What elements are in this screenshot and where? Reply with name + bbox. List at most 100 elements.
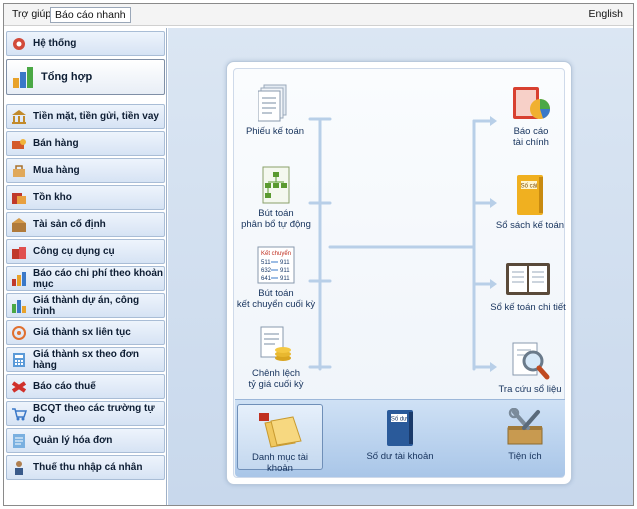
sidebar-item-fixed-assets[interactable]: Tài sản cố định — [6, 212, 165, 237]
transfer-row-text: 911 — [280, 260, 290, 266]
sidebar-item-label: Giá thành sx theo đơn hàng — [33, 348, 140, 371]
exchange-coins-icon — [260, 326, 291, 361]
bank-icon — [11, 109, 27, 125]
sales-icon — [11, 136, 27, 152]
balance-cover-text: Số dư — [391, 417, 407, 423]
financial-report-icon — [513, 87, 550, 119]
node-label-2: tỷ giá cuối kỳ — [248, 379, 304, 390]
ledger-book-icon: Số cái — [517, 175, 543, 215]
menu-bar: Trợ giúp Báo cáo nhanh English — [4, 4, 633, 26]
toolbox-icon — [507, 408, 543, 445]
node-accounting-voucher[interactable]: Phiếu kế toán — [240, 83, 310, 137]
sidebar: Hệ thống Tổng hợp Tiền mặt, tiền gửi, ti… — [4, 28, 167, 505]
node-label: Tiện ích — [508, 451, 542, 462]
account-list-node: Danh mục tài khoản — [238, 409, 322, 474]
sidebar-item-project-cost[interactable]: Giá thành dự án, công trình — [6, 293, 165, 318]
sidebar-item-custom-report[interactable]: BCQT theo các trường tự do — [6, 401, 165, 426]
sidebar-item-summary[interactable]: Tổng hợp — [6, 59, 165, 95]
allocation-tree-icon — [262, 166, 290, 204]
transfer-row-text: 911 — [280, 268, 290, 274]
sidebar-item-tools[interactable]: Công cụ dụng cụ — [6, 239, 165, 264]
order-cost-icon — [11, 352, 27, 368]
sidebar-item-label: Tổng hợp — [41, 71, 93, 83]
sidebar-item-label: Báo cáo thuế — [33, 381, 96, 392]
sidebar-item-invoice[interactable]: Quản lý hóa đơn — [6, 428, 165, 453]
tax-report-icon — [11, 379, 27, 395]
sidebar-item-continuous-cost[interactable]: Giá thành sx liên tục — [6, 320, 165, 345]
sidebar-item-inventory[interactable]: Tồn kho — [6, 185, 165, 210]
transfer-row-text: 641 — [261, 276, 272, 282]
magnifier-search-icon — [512, 342, 550, 380]
voucher-document-icon — [258, 84, 287, 122]
sidebar-item-personal-tax[interactable]: Thuế thu nhập cá nhân — [6, 455, 165, 480]
flow-diagram: Phiếu kế toán Bút toá — [233, 68, 568, 478]
summary-chart-icon — [11, 64, 37, 90]
cost-report-icon — [11, 271, 27, 287]
node-label: Sổ sách kế toán — [495, 220, 565, 231]
sidebar-item-label: Thuế thu nhập cá nhân — [33, 462, 143, 473]
node-period-end-transfer[interactable]: Kết chuyển 511 911 632 911 641 911 Bút t… — [234, 245, 318, 310]
node-label: Báo cáo — [513, 126, 549, 137]
project-cost-icon — [11, 298, 27, 314]
summary-panel: Phiếu kế toán Bút toá — [226, 61, 572, 485]
sidebar-item-label: Công cụ dụng cụ — [33, 246, 115, 257]
node-label-2: tài chính — [513, 137, 549, 148]
fixed-asset-icon — [11, 217, 27, 233]
purchase-icon — [11, 163, 27, 179]
bottom-toolbar: Danh mục tài khoản Số dư Số dư tài khoản — [235, 399, 565, 477]
sidebar-item-cost-report[interactable]: Báo cáo chi phí theo khoản mục — [6, 266, 165, 291]
node-exchange-rate-diff[interactable]: Chênh lệch tỷ giá cuối kỳ — [236, 325, 316, 390]
sidebar-item-label: Mua hàng — [33, 165, 80, 176]
sidebar-item-system[interactable]: Hệ thống — [6, 31, 165, 56]
transfer-sheet-icon: Kết chuyển 511 911 632 911 641 911 — [257, 246, 295, 284]
node-detailed-ledger[interactable]: Sổ kế toán chi tiết — [486, 259, 570, 313]
personal-tax-icon — [11, 460, 27, 476]
node-financial-report[interactable]: Báo cáo tài chính — [498, 83, 564, 148]
transfer-row-text: 911 — [280, 276, 290, 282]
account-list-button[interactable]: Danh mục tài khoản — [237, 404, 323, 474]
app-window: Trợ giúp Báo cáo nhanh English Hệ thống … — [3, 3, 634, 506]
sidebar-item-sales[interactable]: Bán hàng — [6, 131, 165, 156]
folders-icon — [259, 413, 302, 448]
node-data-lookup[interactable]: Tra cứu sổ liệu — [492, 339, 568, 395]
node-label: Chênh lệch — [251, 368, 301, 379]
node-label: Phiếu kế toán — [245, 126, 305, 137]
sidebar-item-label: Giá thành dự án, công trình — [33, 294, 140, 317]
sidebar-item-label: Tiền mặt, tiền gửi, tiền vay — [33, 111, 159, 122]
node-accounting-books[interactable]: Số cái Sổ sách kế toán — [490, 173, 570, 231]
sidebar-item-label: BCQT theo các trường tự do — [33, 402, 155, 425]
custom-report-icon — [11, 406, 27, 422]
sidebar-item-cash[interactable]: Tiền mặt, tiền gửi, tiền vay — [6, 104, 165, 129]
transfer-row-text: 511 — [261, 260, 271, 266]
sidebar-item-label: Hệ thống — [33, 38, 77, 49]
node-auto-allocation[interactable]: Bút toán phân bổ tự động — [234, 165, 318, 230]
utilities-button[interactable]: Tiện ích — [487, 408, 563, 462]
node-label-2: kết chuyển cuối kỳ — [236, 299, 316, 310]
tools-icon — [11, 244, 27, 260]
menu-quick-report[interactable]: Báo cáo nhanh — [50, 7, 131, 23]
transfer-row-text: 632 — [261, 268, 272, 274]
node-label: Bút toán — [258, 288, 294, 299]
sidebar-item-label: Báo cáo chi phí theo khoản mục — [33, 267, 164, 290]
ledger-cover-text: Số cái — [521, 184, 538, 190]
invoice-icon — [11, 433, 27, 449]
node-label: Sổ kế toán chi tiết — [490, 302, 566, 313]
inventory-icon — [11, 190, 27, 206]
system-icon — [11, 36, 27, 52]
sidebar-item-label: Giá thành sx liên tục — [33, 327, 131, 338]
sidebar-item-tax-report[interactable]: Báo cáo thuế — [6, 374, 165, 399]
node-label-2: phân bổ tự động — [241, 219, 311, 230]
language-switch[interactable]: English — [588, 8, 623, 20]
sidebar-item-purchase[interactable]: Mua hàng — [6, 158, 165, 183]
transfer-header-text: Kết chuyển — [261, 250, 291, 257]
open-notebook-icon — [506, 263, 550, 295]
account-balance-button[interactable]: Số dư Số dư tài khoản — [355, 408, 445, 462]
continuous-cost-icon — [11, 325, 27, 341]
sidebar-item-order-cost[interactable]: Giá thành sx theo đơn hàng — [6, 347, 165, 372]
menu-help[interactable]: Trợ giúp — [12, 8, 52, 20]
node-label: Danh mục tài khoản — [252, 452, 308, 474]
sidebar-item-label: Quản lý hóa đơn — [33, 435, 113, 446]
balance-book-icon: Số dư — [387, 410, 413, 446]
node-label: Bút toán — [258, 208, 294, 219]
sidebar-item-label: Tồn kho — [33, 192, 72, 203]
